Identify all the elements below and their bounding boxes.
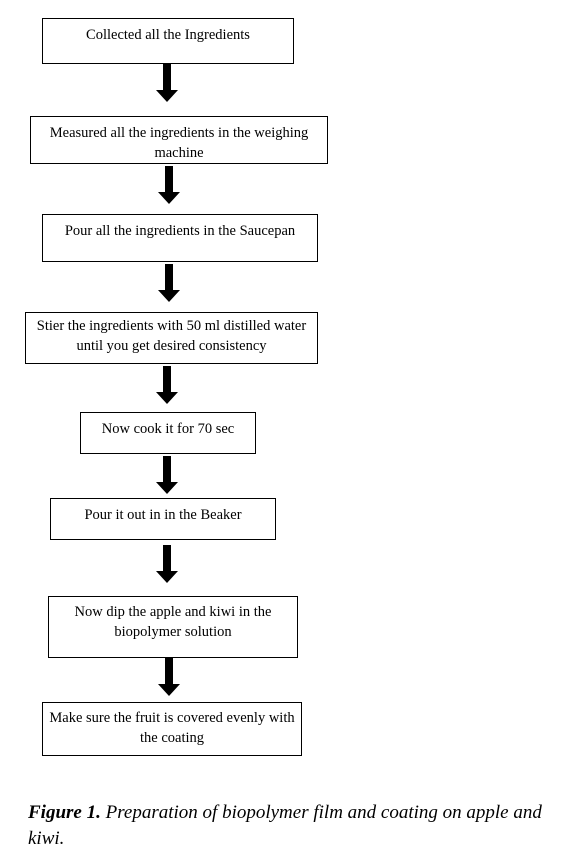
step-5-box: Now cook it for 70 sec [80, 412, 256, 454]
step-5-text: Now cook it for 70 sec [101, 421, 235, 437]
arrow-down-icon [158, 264, 180, 302]
step-6-box: Pour it out in in the Beaker [50, 498, 276, 540]
step-1-text: Collected all the Ingredients [86, 27, 250, 43]
arrow-down-icon [156, 64, 178, 102]
arrow-down-icon [156, 545, 178, 583]
caption-label: Figure 1. [28, 802, 101, 823]
step-7-box: Now dip the apple and kiwi in the biopol… [48, 596, 298, 658]
step-4-box: Stier the ingredients with 50 ml distill… [25, 312, 318, 364]
figure-caption: Figure 1. Preparation of biopolymer film… [28, 800, 573, 852]
step-2-text: Measured all the ingredients in the weig… [49, 125, 309, 161]
step-8-box: Make sure the fruit is covered evenly wi… [42, 702, 302, 756]
caption-text: Preparation of biopolymer film and coati… [28, 802, 542, 849]
arrow-down-icon [156, 366, 178, 404]
step-3-box: Pour all the ingredients in the Saucepan [42, 214, 318, 262]
arrow-down-icon [158, 658, 180, 696]
step-6-text: Pour it out in in the Beaker [84, 507, 242, 523]
arrow-down-icon [156, 456, 178, 494]
step-8-text: Make sure the fruit is covered evenly wi… [49, 710, 295, 746]
arrow-down-icon [158, 166, 180, 204]
step-3-text: Pour all the ingredients in the Saucepan [64, 223, 296, 239]
step-4-text: Stier the ingredients with 50 ml distill… [36, 318, 307, 354]
step-1-box: Collected all the Ingredients [42, 18, 294, 64]
step-7-text: Now dip the apple and kiwi in the biopol… [74, 604, 272, 640]
step-2-box: Measured all the ingredients in the weig… [30, 116, 328, 164]
